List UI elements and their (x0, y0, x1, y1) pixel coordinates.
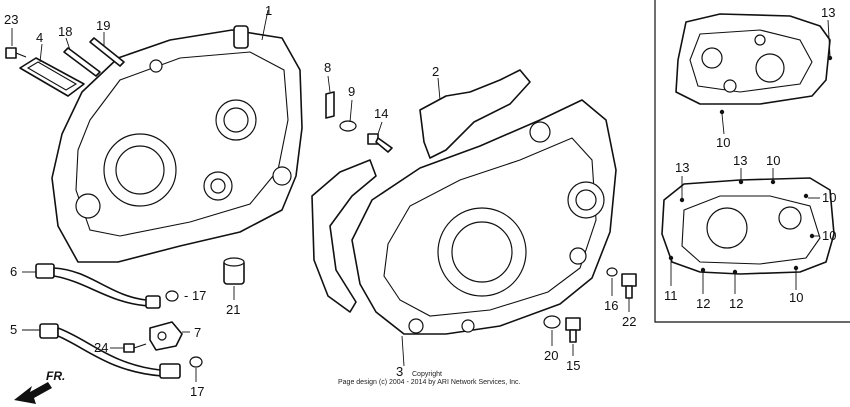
inset-frame (654, 0, 850, 323)
callout-17b: 17 (190, 384, 204, 399)
bolt-15 (565, 317, 581, 356)
callout-10-inset-top: 10 (716, 135, 730, 150)
callout-4: 4 (36, 30, 43, 45)
oil-hose-5 (22, 323, 181, 379)
callout-14: 14 (374, 106, 388, 121)
callout-10-inset-right-upper: 10 (822, 190, 836, 205)
callout-10-inset-right-lower: 10 (822, 228, 836, 243)
oil-hose-6 (22, 263, 161, 309)
front-direction-arrow: FR. (14, 369, 65, 404)
bolt-24 (110, 343, 147, 353)
crankcase-gasket (311, 69, 531, 313)
callout-13-inset-mid: 13 (733, 153, 747, 168)
copyright-line-1: Copyright (412, 371, 442, 378)
washer-17-lower (189, 356, 203, 382)
bolt-22 (621, 273, 637, 312)
dowel-pins (63, 32, 125, 77)
bolt-23 (5, 28, 27, 59)
callout-5: 5 (10, 322, 17, 337)
oil-filter-screen (19, 43, 85, 97)
callout-22: 22 (622, 314, 636, 329)
callout-2: 2 (432, 64, 439, 79)
washer-16 (606, 267, 618, 296)
callout-10-inset-mid: 10 (766, 153, 780, 168)
callout-13-inset-left: 13 (675, 160, 689, 175)
callout-18: 18 (58, 24, 72, 39)
callout-10-inset-bottom: 10 (789, 290, 803, 305)
right-crankcase (351, 99, 617, 367)
inset-bottom-gasket (661, 168, 835, 294)
callout-12-inset-left: 12 (696, 296, 710, 311)
callout-labels: 1 2 3 4 5 6 7 8 9 14 15 16 - 17 17 18 19… (4, 3, 836, 399)
washer-9 (339, 99, 357, 132)
direction-label: FR. (46, 369, 65, 383)
callout-16: 16 (604, 298, 618, 313)
callout-19: 19 (96, 18, 110, 33)
callout-1: 1 (265, 3, 272, 18)
inset-top-crankcase (675, 13, 833, 135)
washer-17-upper (165, 290, 179, 302)
plate-8 (325, 75, 335, 119)
bracket-7 (149, 321, 190, 351)
callout-21: 21 (226, 302, 240, 317)
callout-13-inset-top: 13 (821, 5, 835, 20)
callout-15: 15 (566, 358, 580, 373)
callout-12-inset-right: 12 (729, 296, 743, 311)
left-crankcase (51, 9, 303, 263)
callout-11-inset: 11 (664, 288, 678, 303)
callout-3: 3 (396, 364, 403, 379)
collar-21 (223, 257, 245, 300)
bolt-14 (367, 121, 393, 153)
callout-20: 20 (544, 348, 558, 363)
copyright-line-2: Page design (c) 2004 - 2014 by ARI Netwo… (338, 379, 521, 386)
callout-17a: - 17 (184, 288, 206, 303)
callout-6: 6 (10, 264, 17, 279)
callout-9: 9 (348, 84, 355, 99)
washer-20 (543, 315, 561, 346)
callout-8: 8 (324, 60, 331, 75)
callout-23: 23 (4, 12, 18, 27)
callout-7: 7 (194, 325, 201, 340)
callout-24: 24 (94, 340, 108, 355)
